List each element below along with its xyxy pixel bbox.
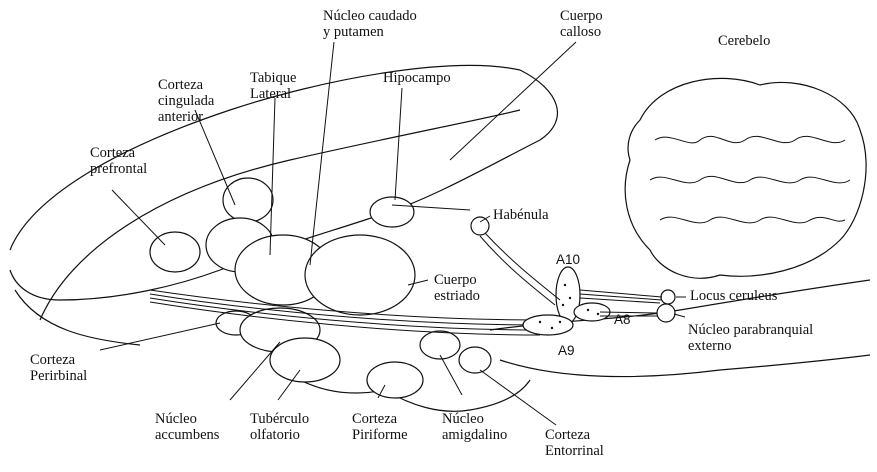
corteza-cingulada-blob: [223, 178, 273, 222]
label-nucleo-amigdalino: Núcleo amigdalino: [442, 411, 507, 443]
label-corteza-entorrinal: Corteza Entorrinal: [545, 427, 604, 459]
label-corteza-prefrontal: Corteza prefrontal: [90, 145, 147, 177]
label-a10: A10: [556, 252, 580, 267]
tuberculo-blob: [270, 338, 340, 382]
prefrontal-blob: [150, 232, 200, 272]
hipocampo-blob: [370, 197, 414, 227]
cerebelo-outline: [625, 78, 866, 278]
habenula-node: [471, 217, 489, 235]
label-nucleo-caudado: Núcleo caudado y putamen: [323, 8, 417, 40]
label-cuerpo-calloso: Cuerpo calloso: [560, 8, 603, 40]
label-tuberculo-olfatorio: Tubérculo olfatorio: [250, 411, 309, 443]
label-a9: A9: [558, 343, 575, 358]
locus-tract: [580, 290, 662, 303]
piriforme-blob: [367, 362, 423, 398]
habenula-tract: [480, 233, 560, 305]
a9-nucleus: [523, 315, 573, 335]
label-nucleo-accumbens: Núcleo accumbens: [155, 411, 219, 443]
label-cerebelo: Cerebelo: [718, 33, 770, 49]
label-nucleo-parabranquial: Núcleo parabranquial externo: [688, 322, 813, 354]
striatum-blob-2: [305, 235, 415, 315]
label-locus-ceruleus: Locus ceruleus: [690, 288, 777, 304]
label-hipocampo: Hipocampo: [383, 70, 451, 86]
label-corteza-piriforme: Corteza Piriforme: [352, 411, 408, 443]
label-corteza-cingulada: Corteza cingulada anterior: [158, 77, 214, 125]
locus-ceruleus-node: [661, 290, 675, 304]
label-cuerpo-estriado: Cuerpo estriado: [434, 272, 480, 304]
label-habenula: Habénula: [493, 207, 549, 223]
label-a8: A8: [614, 312, 631, 327]
entorrinal-blob: [459, 347, 491, 373]
label-tabique: Tabique Lateral: [250, 70, 297, 102]
amigdala-blob: [420, 331, 460, 359]
cerebelo-folia: [650, 136, 850, 223]
label-corteza-perirbinal: Corteza Perirbinal: [30, 352, 87, 384]
parabranquial-node: [657, 304, 675, 322]
